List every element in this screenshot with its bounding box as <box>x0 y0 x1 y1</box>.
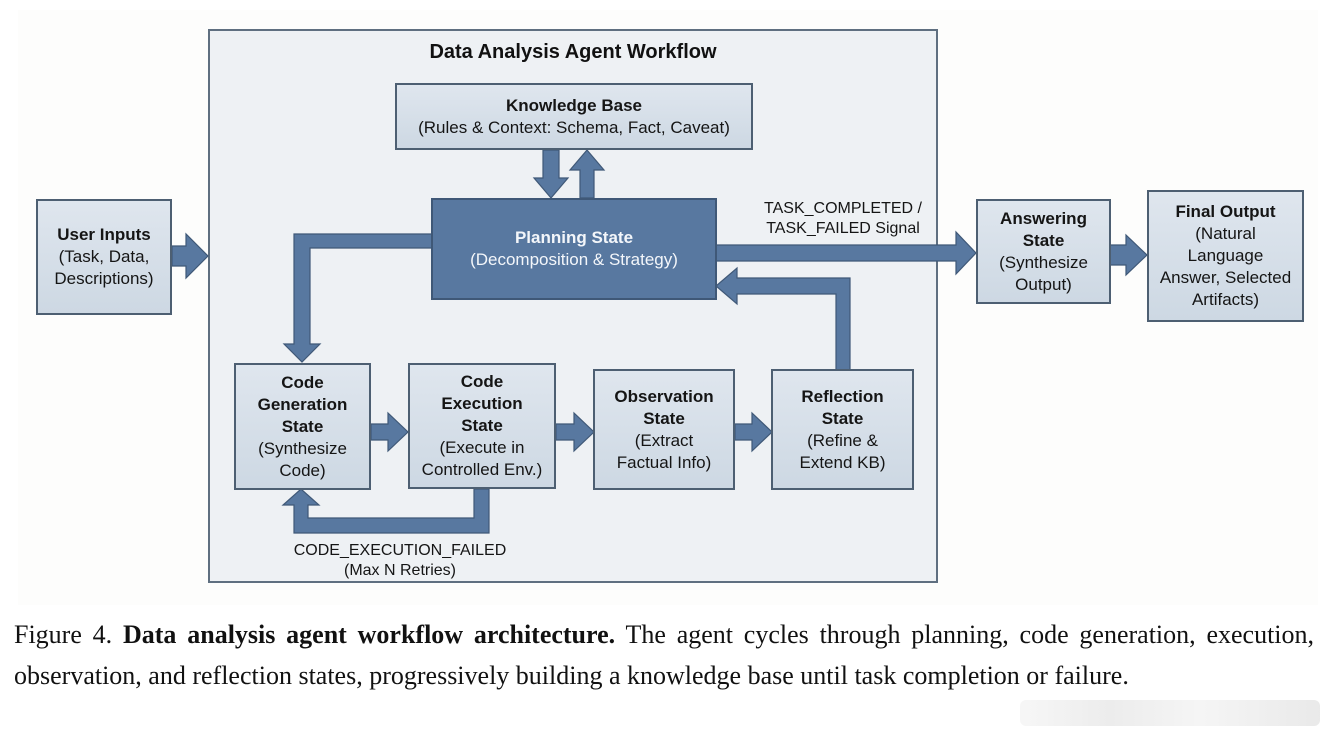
node-title: State <box>1022 230 1065 250</box>
arrow-planning-to-answering <box>715 230 977 276</box>
arrow-planning-to-kb <box>568 149 606 199</box>
node-title: Final Output <box>1175 202 1276 221</box>
node-title: State <box>461 416 503 435</box>
node-title: Reflection <box>801 386 884 406</box>
node-desc: Factual Info) <box>616 452 712 472</box>
node-title: Code <box>460 372 504 391</box>
node-title: User Inputs <box>57 225 151 244</box>
node-title: Code <box>281 372 324 392</box>
arrow-exec-retry-to-codegen <box>281 488 490 534</box>
node-final-output: Final Output (Natural Language Answer, S… <box>1147 190 1304 322</box>
node-desc: (Natural <box>1195 224 1256 243</box>
node-knowledge-base: Knowledge Base (Rules & Context: Schema,… <box>395 83 753 150</box>
node-code-generation-state: Code Generation State (Synthesize Code) <box>234 363 371 490</box>
edge-label-line: TASK_FAILED Signal <box>766 220 920 237</box>
node-title: State <box>281 416 324 436</box>
node-desc: Artifacts) <box>1191 290 1260 309</box>
diagram-title: Data Analysis Agent Workflow <box>429 41 717 63</box>
node-desc: Extend KB) <box>799 452 886 472</box>
node-desc: (Task, Data, <box>58 247 150 266</box>
node-planning-state: Planning State (Decomposition & Strategy… <box>431 198 717 300</box>
arrow-kb-to-planning <box>532 149 570 199</box>
node-desc: (Synthesize <box>999 252 1088 272</box>
node-desc: Descriptions) <box>54 269 154 288</box>
node-desc: (Refine & <box>807 430 878 450</box>
node-user-inputs: User Inputs (Task, Data, Descriptions) <box>36 199 172 315</box>
arrow-planning-to-codegen <box>282 233 433 363</box>
node-observation-state: Observation State (Extract Factual Info) <box>593 369 735 490</box>
arrow-reflection-to-planning <box>715 266 851 371</box>
node-answering-state: Answering State (Synthesize Output) <box>976 199 1111 304</box>
node-title: Answering <box>1000 208 1087 228</box>
arrow-user-to-planning <box>171 232 209 280</box>
node-desc: (Extract <box>634 430 694 450</box>
caption-bold-title: Data analysis agent workflow architectur… <box>123 620 616 649</box>
node-desc: (Execute in <box>439 438 525 457</box>
node-title: Knowledge Base <box>505 95 643 115</box>
node-desc: Output) <box>1015 274 1072 294</box>
edge-label-line: (Max N Retries) <box>343 562 456 579</box>
node-title: Observation <box>614 386 714 406</box>
caption-label: Figure 4. <box>14 620 113 649</box>
node-title: Generation <box>257 394 348 414</box>
watermark <box>1020 700 1320 726</box>
edge-label-task-signal: TASK_COMPLETED / TASK_FAILED Signal <box>748 199 938 239</box>
edge-label-line: TASK_COMPLETED / <box>764 200 922 217</box>
node-title: Execution <box>441 394 523 413</box>
node-desc: (Synthesize <box>258 438 347 458</box>
node-desc: Answer, Selected <box>1159 268 1292 287</box>
node-desc: (Rules & Context: Schema, Fact, Caveat) <box>418 117 730 137</box>
node-title: Planning State <box>514 228 634 247</box>
edge-label-retry: CODE_EXECUTION_FAILED (Max N Retries) <box>270 541 530 581</box>
arrow-observation-to-reflection <box>734 411 773 453</box>
figure-caption: Figure 4. Data analysis agent workflow a… <box>14 614 1314 696</box>
edge-label-line: CODE_EXECUTION_FAILED <box>293 542 507 559</box>
caption-text: The agent cycles through planning, code … <box>14 620 1315 690</box>
node-code-execution-state: Code Execution State (Execute in Control… <box>408 363 556 489</box>
node-title: State <box>643 408 685 428</box>
node-desc: Language <box>1187 246 1264 265</box>
node-desc: Code) <box>279 460 326 480</box>
node-reflection-state: Reflection State (Refine & Extend KB) <box>771 369 914 490</box>
arrow-answering-to-final <box>1109 233 1148 277</box>
node-desc: Controlled Env.) <box>421 460 543 479</box>
arrow-codegen-to-exec <box>370 411 409 453</box>
arrow-exec-to-observation <box>555 411 595 453</box>
node-title: State <box>821 408 864 428</box>
node-desc: (Decomposition & Strategy) <box>470 250 678 269</box>
